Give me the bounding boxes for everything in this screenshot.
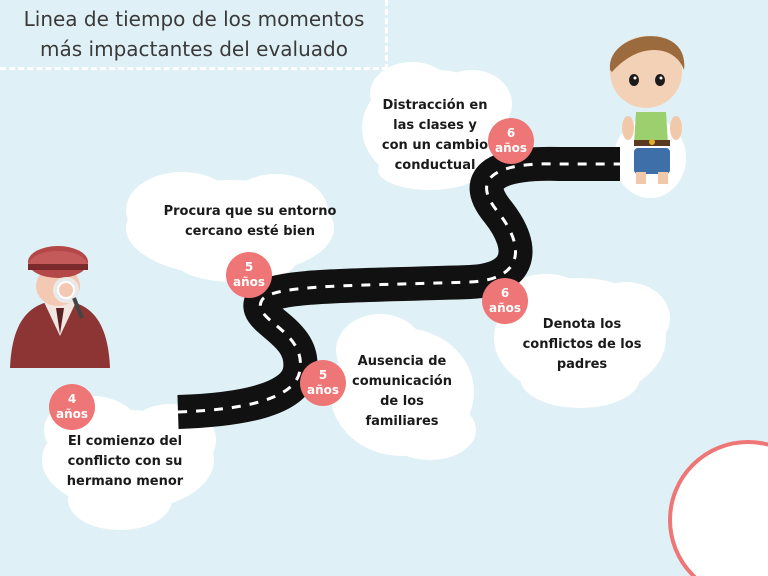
event-line: padres [556,357,608,372]
cloud-5 [362,62,512,190]
cloud-2 [330,314,476,460]
event-label-2: Ausencia de comunicación de los familiar… [342,352,462,432]
event-line: con un cambio [381,138,489,153]
event-line: conductual [394,158,476,173]
age-badge-2: 5 años [300,360,346,406]
event-line: conflictos de los [522,337,642,352]
age-number: 5 [318,368,328,382]
event-label-1: El comienzo del conflicto con su hermano… [50,432,200,492]
title-line-2: más impactantes del evaluado [40,37,348,61]
age-badge-1: 4 años [49,384,95,430]
detective-icon [10,246,110,368]
page-title: Linea de tiempo de los momentos más impa… [0,4,388,64]
event-line: El comienzo del [67,434,183,449]
age-number: 6 [500,286,510,300]
age-number: 6 [506,126,516,140]
event-line: Ausencia de [357,354,447,369]
age-unit: años [494,141,528,155]
title-box: Linea de tiempo de los momentos más impa… [0,0,388,70]
event-label-3: Procura que su entorno cercano esté bien [150,202,350,242]
event-line: de los [380,394,424,409]
title-line-1: Linea de tiempo de los momentos [23,7,365,31]
child-icon [609,36,685,184]
road [177,146,620,429]
age-badge-4: 6 años [482,278,528,324]
age-unit: años [232,275,266,289]
age-badge-3: 5 años [226,252,272,298]
event-label-5: Distracción en las clases y con un cambi… [372,96,498,176]
event-line: Procura que su entorno [163,204,337,219]
event-line: Distracción en [382,98,488,113]
age-number: 5 [244,260,254,274]
age-unit: años [55,407,89,421]
cloud-3 [126,172,334,282]
event-line: comunicación [352,374,452,389]
accent-ring [668,440,768,576]
age-badge-5: 6 años [488,118,534,164]
event-line: conflicto con su [67,454,183,469]
event-line: cercano esté bien [184,224,316,239]
event-line: familiares [365,414,439,429]
age-unit: años [488,301,522,315]
age-unit: años [306,383,340,397]
event-line: Denota los [542,317,622,332]
event-line: las clases y [393,118,477,133]
event-label-4: Denota los conflictos de los padres [512,315,652,375]
age-number: 4 [67,392,77,406]
event-line: hermano menor [66,474,184,489]
